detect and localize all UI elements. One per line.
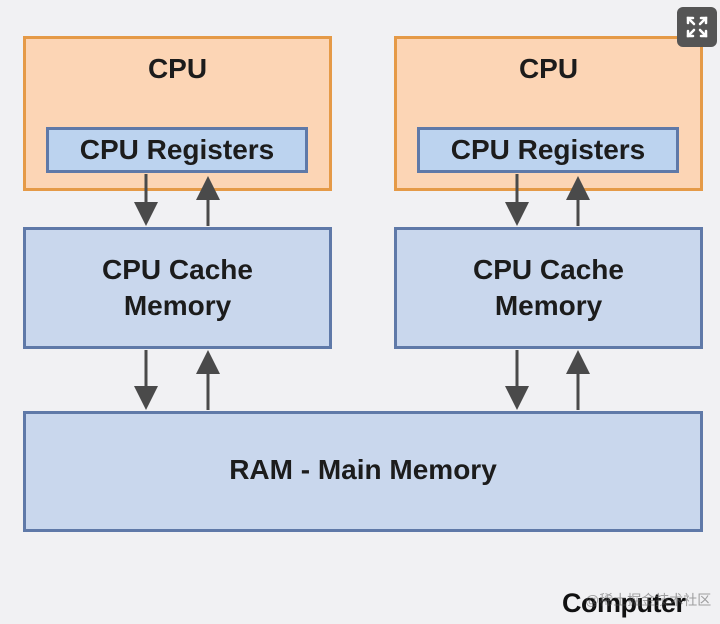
ram-main-memory: RAM - Main Memory: [23, 411, 703, 532]
cpu-title: CPU: [147, 53, 208, 84]
cpu-registers-left: CPU Registers: [46, 127, 308, 173]
cpu-registers-right: CPU Registers: [417, 127, 679, 173]
registers-label: CPU Registers: [79, 134, 275, 165]
watermark: @稀土掘金技术社区: [585, 592, 712, 608]
cache-label-line1: CPU Cache: [102, 254, 253, 285]
cpu-cache-left: CPU Cache Memory: [23, 227, 332, 349]
computer-label: Computer: [562, 588, 686, 618]
cpu-title: CPU: [518, 53, 579, 84]
expand-icon: [686, 16, 708, 38]
cache-label-line2: Memory: [494, 290, 603, 321]
cache-label-line1: CPU Cache: [473, 254, 624, 285]
cpu-cache-right: CPU Cache Memory: [394, 227, 703, 349]
expand-button[interactable]: [677, 7, 717, 47]
ram-label: RAM - Main Memory: [229, 454, 497, 485]
registers-label: CPU Registers: [450, 134, 646, 165]
cache-label-line2: Memory: [123, 290, 232, 321]
